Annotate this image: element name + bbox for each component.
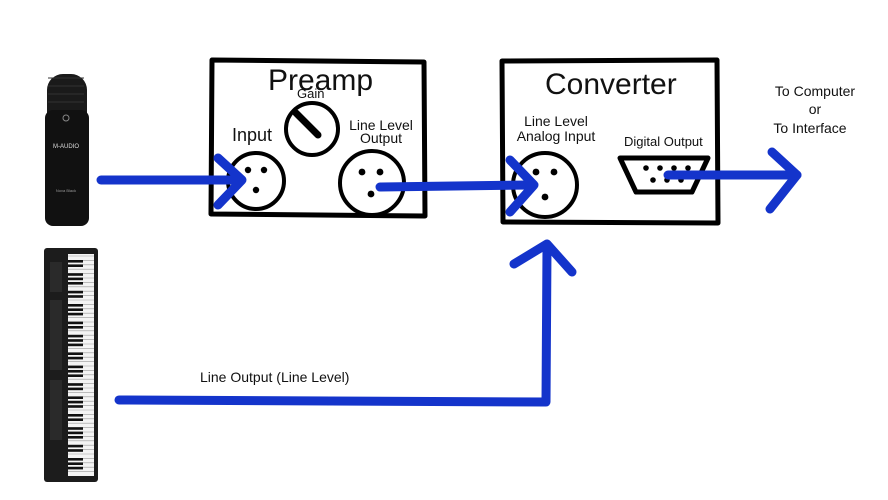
digital-output-label: Digital Output <box>624 134 703 149</box>
keyboard-path-label: Line Output (Line Level) <box>200 369 350 385</box>
destination-line1: To Computer <box>774 83 856 99</box>
preamp-to-converter-arrow <box>375 155 539 217</box>
destination-line3: To Interface <box>773 120 847 136</box>
converter-to-computer-arrow <box>663 147 802 214</box>
preamp-output-label-line1: Line Level <box>349 117 413 133</box>
gain-label: Gain <box>297 86 325 101</box>
mic-to-preamp-arrow <box>96 153 247 210</box>
mic-model-label: Nova Black <box>56 188 76 193</box>
converter-box <box>499 57 721 226</box>
keyboard-to-converter-arrow <box>114 239 577 407</box>
converter-input-label-line2: Analog Input <box>516 128 596 144</box>
preamp-output-label-line2: Output <box>359 130 403 146</box>
mic-brand-label: M-AUDIO <box>53 144 79 150</box>
microphone-icon: M-AUDIO Nova Black <box>45 74 89 226</box>
preamp-box <box>208 57 428 219</box>
converter-title: Converter <box>545 68 677 101</box>
preamp-title: Preamp <box>268 64 374 97</box>
midi-keyboard-icon <box>44 248 98 482</box>
gain-knob-icon <box>284 101 340 157</box>
preamp-input-label: Input <box>232 125 273 145</box>
destination-line2: or <box>808 101 822 117</box>
converter-input-label-line1: Line Level <box>524 113 588 129</box>
